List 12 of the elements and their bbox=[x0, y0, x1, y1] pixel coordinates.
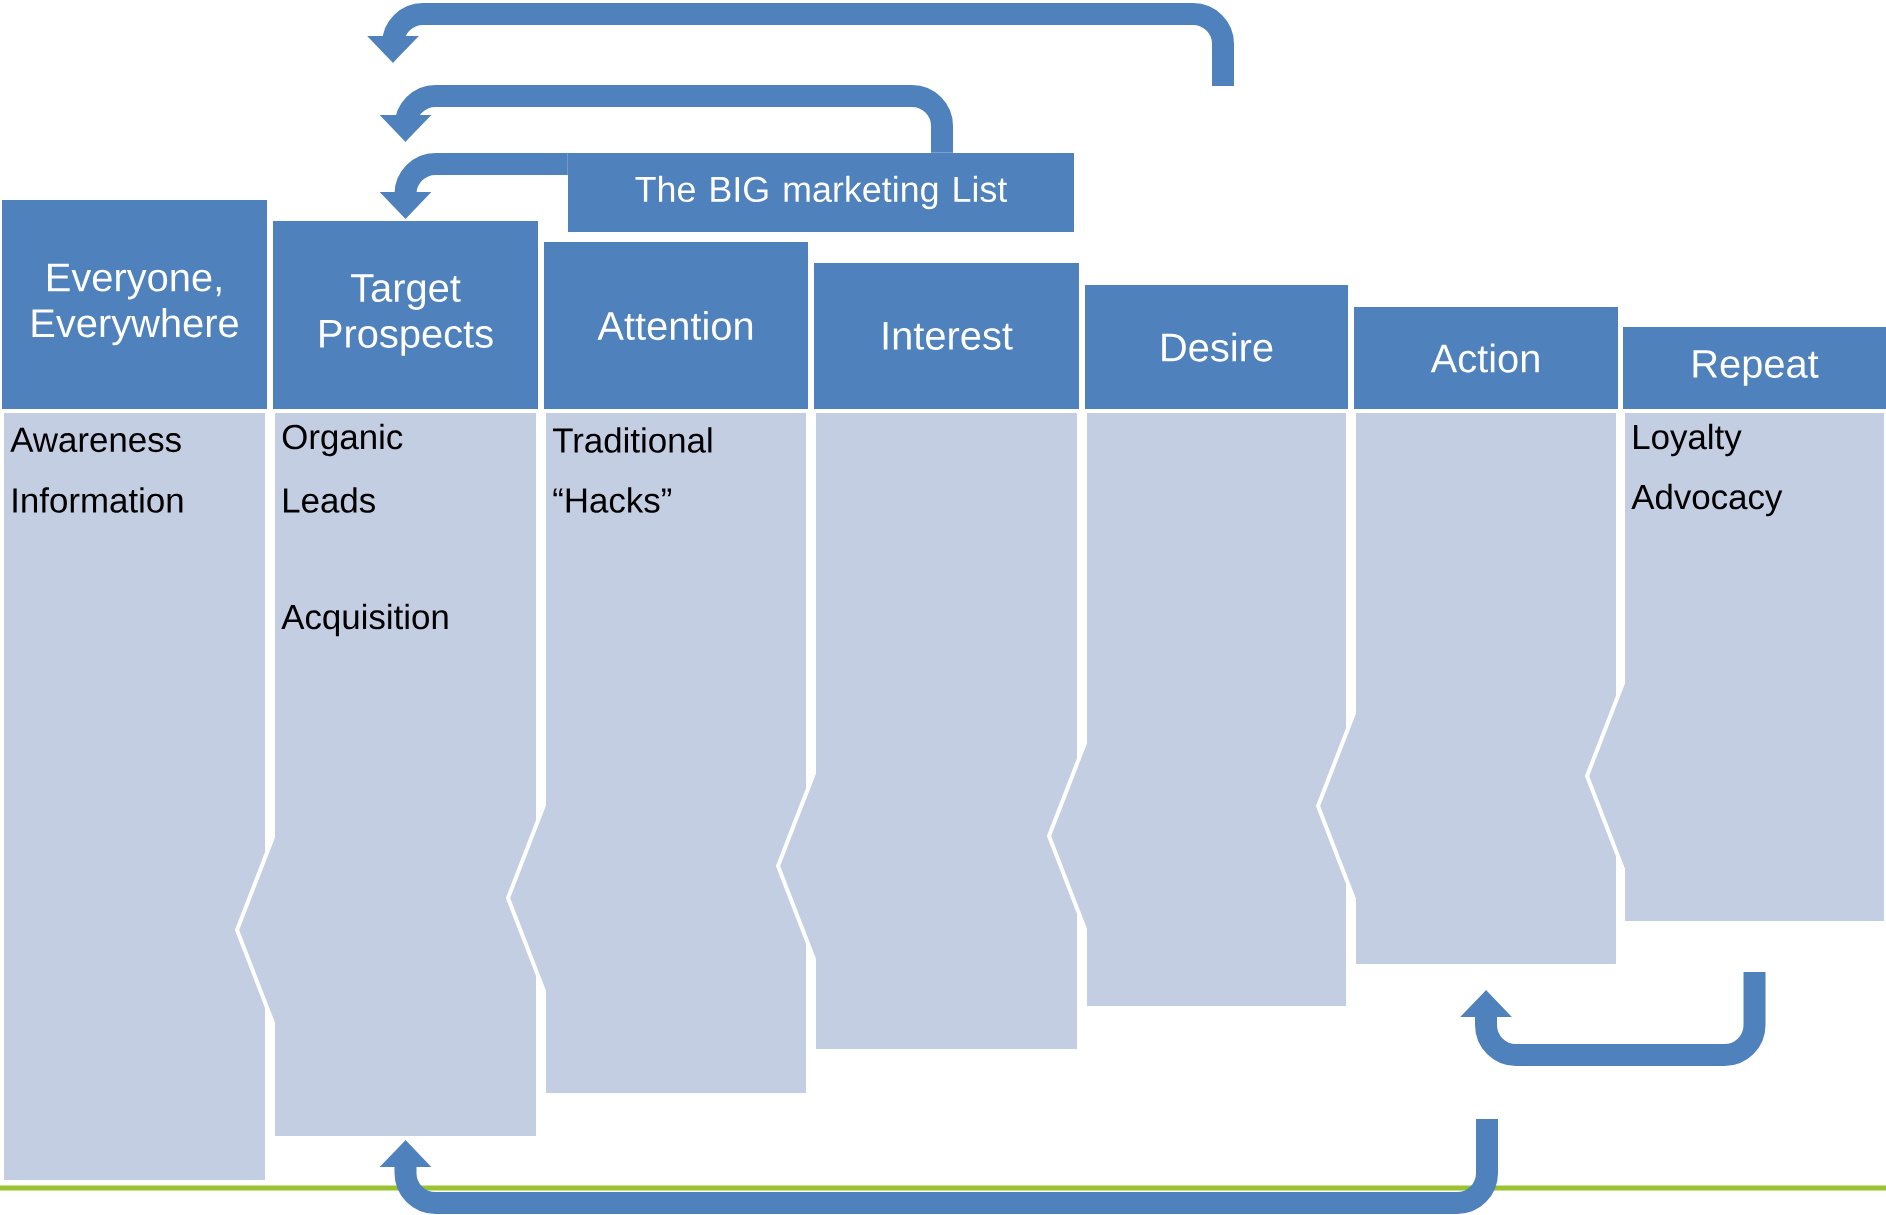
list-box: The BIG marketing List bbox=[568, 153, 1074, 232]
node-label: Action bbox=[1430, 343, 1539, 373]
node-label: Interest bbox=[883, 322, 1013, 350]
funnel-column: Repeat Loyalty Advocacy bbox=[1584, 327, 1886, 925]
node-label: Repeat bbox=[1693, 350, 1819, 386]
node-label: Desire bbox=[1162, 332, 1273, 362]
funnel-column: Everyone, Everywhere Awareness Information bbox=[0, 200, 269, 1184]
bent-arrow bbox=[379, 1119, 1498, 1214]
node-label: Target Prospects bbox=[320, 274, 493, 356]
funnel-column: Interest bbox=[775, 263, 1081, 1053]
node-label: Attention bbox=[597, 310, 753, 341]
funnel-column: Attention Traditional “Hacks” bbox=[505, 242, 810, 1097]
